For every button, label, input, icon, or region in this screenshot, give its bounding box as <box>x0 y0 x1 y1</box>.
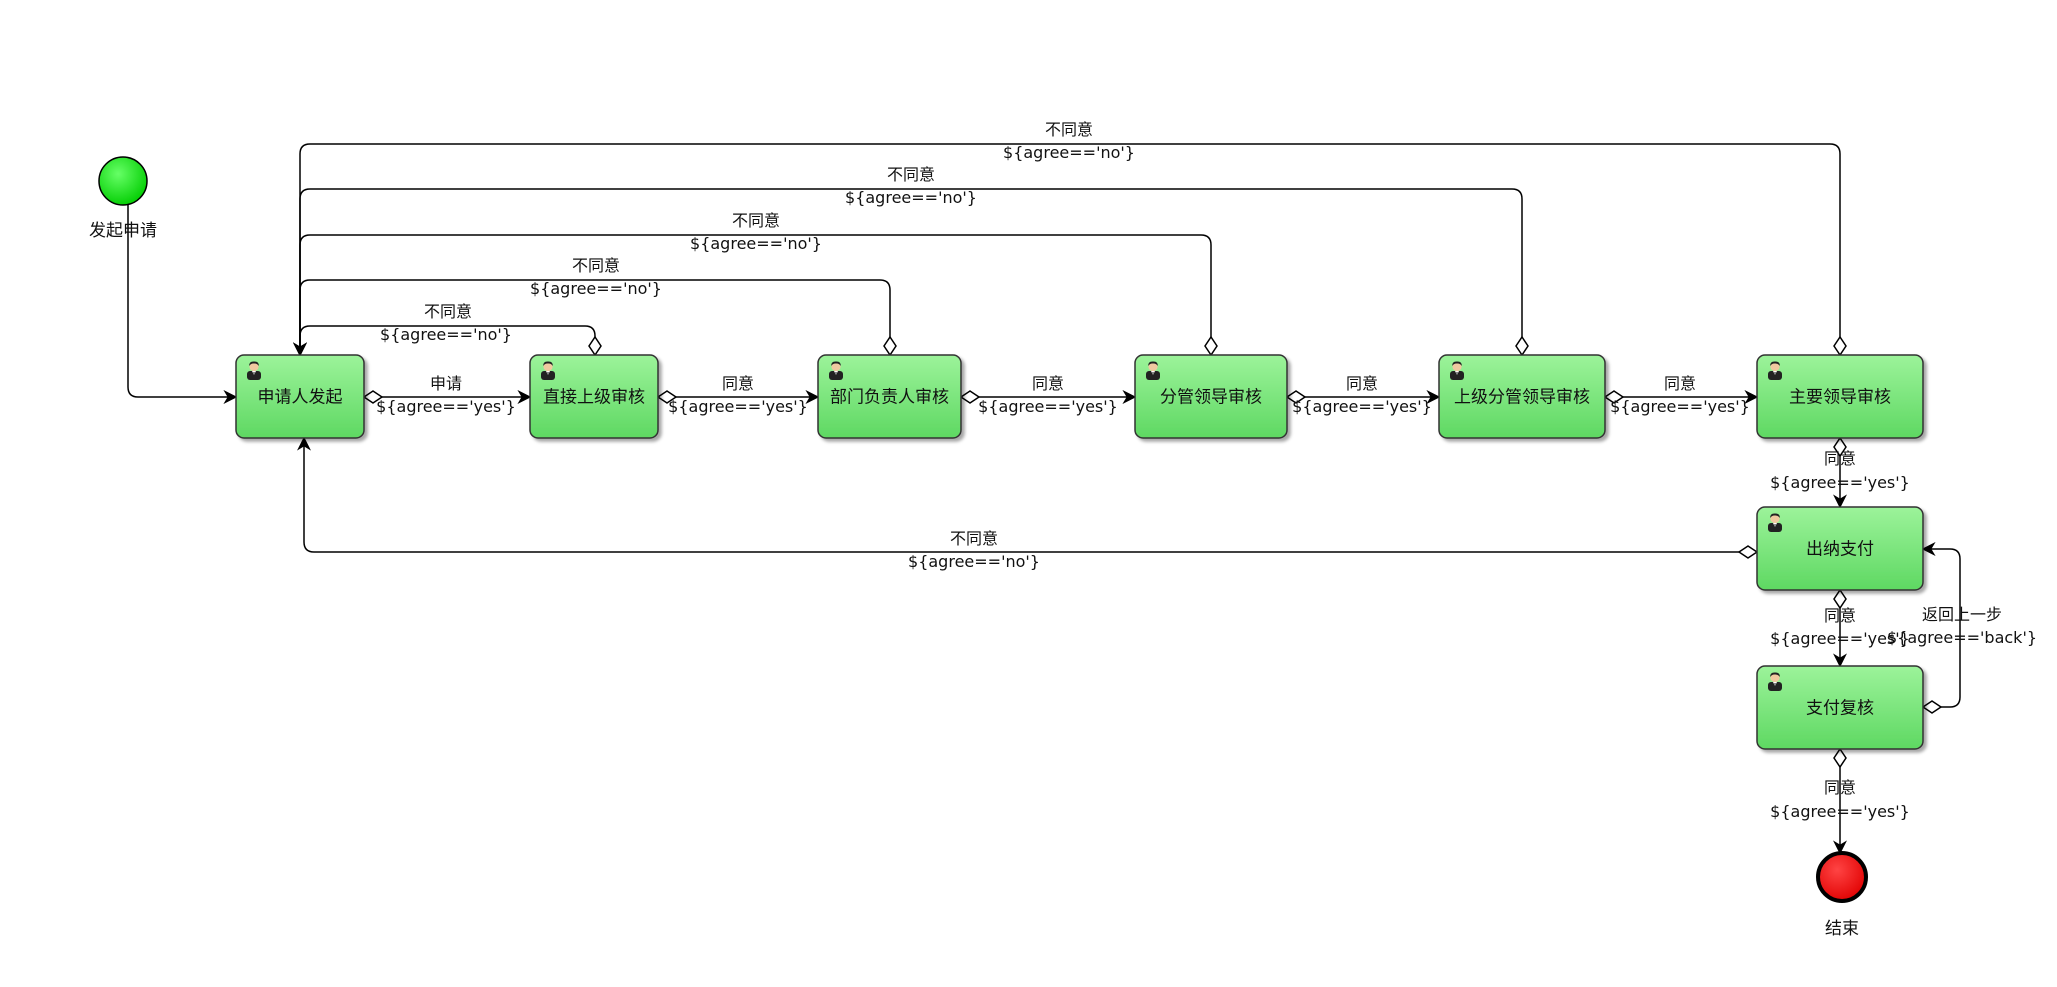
flow-condition-label: ${agree=='yes'} <box>1770 629 1910 648</box>
task-box[interactable] <box>529 354 659 439</box>
end-event[interactable]: 结束 <box>1816 851 1868 939</box>
sequence-flow-t4-t5[interactable]: 同意 ${agree=='yes'} <box>1285 374 1441 416</box>
flow-condition-label: ${agree=='no'} <box>380 325 512 344</box>
sequence-flow-t6-t1[interactable]: 不同意 ${agree=='no'} <box>293 120 1847 357</box>
sequence-flow-t2-t1[interactable]: 不同意 ${agree=='no'} <box>293 302 602 357</box>
flow-name-label: 不同意 <box>887 165 935 184</box>
conditional-flow-diamond-icon <box>1833 747 1847 769</box>
user-task-t1[interactable]: 申请人发起 <box>235 354 365 439</box>
flow-name-label: 不同意 <box>732 211 780 230</box>
sequence-flow-t8-end[interactable]: 同意 ${agree=='yes'} <box>1770 747 1910 855</box>
flow-name-label: 同意 <box>1824 449 1856 468</box>
task-label: 支付复核 <box>1806 699 1874 719</box>
task-label: 出纳支付 <box>1806 540 1874 560</box>
flow-condition-label: ${agree=='yes'} <box>1292 397 1432 416</box>
task-label: 申请人发起 <box>258 388 343 408</box>
flow-condition-label: ${agree=='yes'} <box>1770 802 1910 821</box>
end-event-label: 结束 <box>1825 919 1859 939</box>
task-label: 主要领导审核 <box>1789 388 1891 408</box>
conditional-flow-diamond-icon <box>1833 436 1847 458</box>
user-task-t2[interactable]: 直接上级审核 <box>529 354 659 439</box>
conditional-flow-diamond-icon <box>1921 700 1943 714</box>
conditional-flow-diamond-icon <box>1603 390 1625 404</box>
sequence-flow-t3-t4[interactable]: 同意 ${agree=='yes'} <box>959 374 1137 416</box>
task-label: 直接上级审核 <box>543 388 645 408</box>
conditional-flow-diamond-icon <box>883 335 897 357</box>
flow-name-label: 申请 <box>430 374 462 393</box>
conditional-flow-diamond-icon <box>1285 390 1307 404</box>
task-box[interactable] <box>1756 506 1924 591</box>
sequence-flow-t5-t6[interactable]: 同意 ${agree=='yes'} <box>1603 374 1759 416</box>
user-task-t8[interactable]: 支付复核 <box>1756 665 1924 750</box>
task-box[interactable] <box>1438 354 1606 439</box>
flow-name-label: 同意 <box>1032 374 1064 393</box>
task-box[interactable] <box>1756 354 1924 439</box>
flow-condition-label: ${agree=='no'} <box>530 279 662 298</box>
sequence-flow-t8-t7[interactable]: 返回上一步 ${agree=='back'} <box>1887 542 2037 714</box>
conditional-flow-diamond-icon <box>1833 335 1847 357</box>
task-box[interactable] <box>235 354 365 439</box>
conditional-flow-diamond-icon <box>1204 335 1218 357</box>
flow-condition-label: ${agree=='no'} <box>908 552 1040 571</box>
task-box[interactable] <box>1134 354 1288 439</box>
user-task-t6[interactable]: 主要领导审核 <box>1756 354 1924 439</box>
tasks-layer: 申请人发起 直接上级审核 部门负责人审核 分管领导审核 上级分管领导审核 主要领导审核出纳… <box>235 354 1924 750</box>
flow-condition-label: ${agree=='yes'} <box>668 397 808 416</box>
conditional-flow-diamond-icon <box>1737 545 1759 559</box>
user-task-t7[interactable]: 出纳支付 <box>1756 506 1924 591</box>
flow-condition-label: ${agree=='back'} <box>1887 628 2037 647</box>
flow-name-label: 同意 <box>1824 606 1856 625</box>
conditional-flow-diamond-icon <box>1515 335 1529 357</box>
conditional-flow-diamond-icon <box>588 335 602 357</box>
user-task-t5[interactable]: 上级分管领导审核 <box>1438 354 1606 439</box>
sequence-flow-line[interactable] <box>297 436 1757 553</box>
sequence-flow-t6-t7[interactable]: 同意 ${agree=='yes'} <box>1770 436 1910 509</box>
flow-name-label: 同意 <box>1824 778 1856 797</box>
task-label: 分管领导审核 <box>1160 388 1262 408</box>
flow-name-label: 同意 <box>1346 374 1378 393</box>
flow-condition-label: ${agree=='no'} <box>845 188 977 207</box>
flow-name-label: 不同意 <box>424 302 472 321</box>
sequence-flow-t7-t8[interactable]: 同意 ${agree=='yes'} <box>1770 588 1910 668</box>
task-box[interactable] <box>817 354 962 439</box>
sequence-flow-line[interactable] <box>1921 542 1961 708</box>
task-label: 部门负责人审核 <box>830 388 949 408</box>
flow-condition-label: ${agree=='no'} <box>1003 143 1135 162</box>
sequence-flow-t2-t3[interactable]: 同意 ${agree=='yes'} <box>656 374 820 416</box>
flow-condition-label: ${agree=='no'} <box>690 234 822 253</box>
flow-condition-label: ${agree=='yes'} <box>1610 397 1750 416</box>
sequence-flow-t4-t1[interactable]: 不同意 ${agree=='no'} <box>293 211 1218 357</box>
sequence-flow-t7-t1[interactable]: 不同意 ${agree=='no'} <box>297 436 1759 571</box>
flow-condition-label: ${agree=='yes'} <box>978 397 1118 416</box>
sequence-flow-t1-t2[interactable]: 申请 ${agree=='yes'} <box>362 374 532 416</box>
conditional-flow-diamond-icon <box>656 390 678 404</box>
flow-name-label: 不同意 <box>1045 120 1093 139</box>
flow-name-label: 同意 <box>1664 374 1696 393</box>
conditional-flow-diamond-icon <box>959 390 981 404</box>
start-event[interactable]: 发起申请 <box>89 156 157 241</box>
start-event-label: 发起申请 <box>89 221 157 241</box>
conditional-flow-diamond-icon <box>1833 588 1847 610</box>
flow-name-label: 不同意 <box>572 256 620 275</box>
flow-condition-label: ${agree=='yes'} <box>376 397 516 416</box>
flow-name-label: 同意 <box>722 374 754 393</box>
task-label: 上级分管领导审核 <box>1454 388 1590 408</box>
task-box[interactable] <box>1756 665 1924 750</box>
user-task-t3[interactable]: 部门负责人审核 <box>817 354 962 439</box>
conditional-flow-diamond-icon <box>362 390 384 404</box>
start-sequence-flow[interactable] <box>127 205 238 404</box>
edges-layer: 申请 ${agree=='yes'} 同意 ${agree=='yes'} 同意 ${ag… <box>127 120 2037 855</box>
user-task-t4[interactable]: 分管领导审核 <box>1134 354 1288 439</box>
flow-name-label: 返回上一步 <box>1922 605 2002 624</box>
flow-name-label: 不同意 <box>950 529 998 548</box>
flow-condition-label: ${agree=='yes'} <box>1770 473 1910 492</box>
sequence-flow-line[interactable] <box>293 143 1841 357</box>
